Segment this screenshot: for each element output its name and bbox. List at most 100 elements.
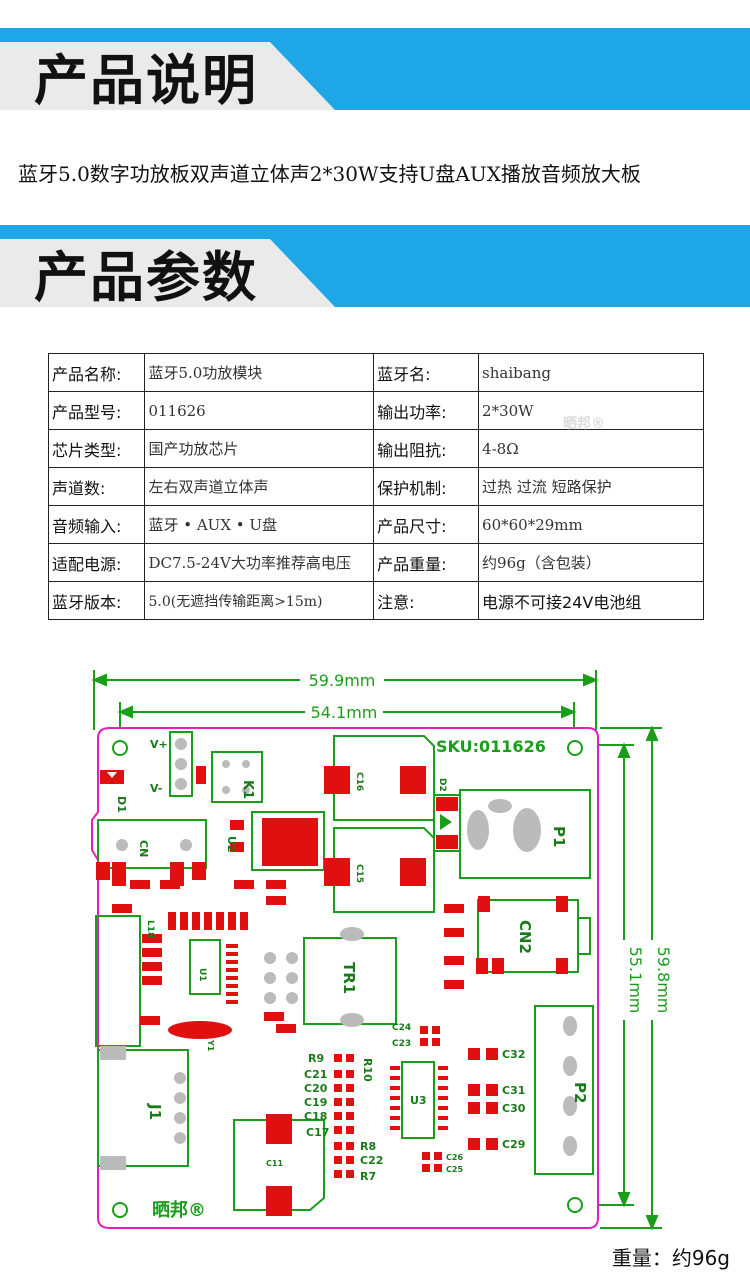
spec-key: 输出功率: bbox=[373, 391, 480, 430]
spec-value: 5.0(无遮挡传输距离>15m) bbox=[144, 581, 375, 620]
svg-text:C25: C25 bbox=[446, 1165, 463, 1174]
spec-key: 音频输入: bbox=[47, 505, 146, 544]
spec-value: 左右双声道立体声 bbox=[144, 467, 375, 506]
svg-text:C31: C31 bbox=[502, 1084, 525, 1097]
svg-text:C18: C18 bbox=[304, 1110, 327, 1123]
through-holes bbox=[100, 738, 577, 1170]
svg-text:C21: C21 bbox=[304, 1068, 327, 1081]
banner-grey-tab bbox=[0, 42, 335, 110]
svg-text:TR1: TR1 bbox=[340, 962, 358, 994]
spec-key: 蓝牙名: bbox=[373, 353, 480, 392]
svg-text:C11: C11 bbox=[266, 1159, 283, 1168]
spec-value-text: 2*30W bbox=[482, 402, 534, 420]
spec-value-text: 国产功放芯片 bbox=[148, 440, 239, 458]
section-banner-parameters: 产品参数 bbox=[0, 225, 750, 309]
svg-text:P1: P1 bbox=[550, 826, 568, 847]
spec-value: 011626 bbox=[144, 391, 375, 430]
section-banner-description: 产品说明 bbox=[0, 28, 750, 112]
spec-value: 60*60*29mm bbox=[478, 505, 704, 544]
spec-key: 适配电源: bbox=[47, 543, 146, 582]
spec-value: 4-8Ω bbox=[478, 429, 704, 468]
brand-label: 晒邦® bbox=[152, 1199, 206, 1221]
spec-value-text: DC7.5-24V大功率推荐高电压 bbox=[148, 553, 351, 572]
spec-row: 蓝牙版本:5.0(无遮挡传输距离>15m)注意:电源不可接24V电池组 bbox=[47, 581, 704, 620]
spec-value-text: 60*60*29mm bbox=[482, 516, 583, 534]
svg-text:U3: U3 bbox=[410, 1094, 427, 1107]
svg-text:C26: C26 bbox=[446, 1153, 463, 1162]
spec-value-text: 4-8Ω bbox=[482, 440, 519, 458]
spec-value-text: 左右双声道立体声 bbox=[148, 478, 269, 496]
svg-text:U2: U2 bbox=[225, 836, 238, 853]
svg-text:K1: K1 bbox=[240, 780, 255, 799]
spec-value: 电源不可接24V电池组 bbox=[478, 581, 704, 620]
spec-value-text: 电源不可接24V电池组 bbox=[482, 592, 642, 612]
spec-key: 保护机制: bbox=[373, 467, 480, 506]
svg-text:C22: C22 bbox=[360, 1154, 383, 1167]
svg-text:C20: C20 bbox=[304, 1082, 328, 1095]
svg-text:R9: R9 bbox=[308, 1052, 324, 1065]
sku-label: SKU:011626 bbox=[436, 737, 546, 756]
svg-text:V+: V+ bbox=[150, 738, 168, 751]
dim-outer-height: 59.8mm bbox=[654, 947, 673, 1014]
svg-text:C29: C29 bbox=[502, 1138, 525, 1151]
spec-value-text: 5.0(无遮挡传输距离>15m) bbox=[148, 593, 323, 610]
smd-pads bbox=[96, 766, 568, 1216]
ic-pins bbox=[226, 944, 448, 1130]
svg-text:U1: U1 bbox=[197, 968, 207, 982]
svg-text:Y1: Y1 bbox=[206, 1039, 215, 1052]
spec-value: 蓝牙5.0功放模块 bbox=[144, 353, 375, 392]
spec-key: 输出阻抗: bbox=[373, 429, 480, 468]
svg-text:C32: C32 bbox=[502, 1048, 525, 1061]
svg-text:C23: C23 bbox=[392, 1039, 411, 1049]
svg-text:R10: R10 bbox=[361, 1058, 374, 1082]
svg-text:CN2: CN2 bbox=[516, 920, 534, 954]
watermark-logo: 晒邦® bbox=[563, 416, 605, 432]
spec-key: 产品尺寸: bbox=[373, 505, 480, 544]
svg-text:V-: V- bbox=[150, 782, 162, 795]
component-labels: V+ V- K1 D1 CN U2 C16 C15 D2 P1 CN2 L18 … bbox=[115, 738, 589, 1183]
svg-text:C17: C17 bbox=[306, 1126, 329, 1139]
spec-key: 产品重量: bbox=[373, 543, 480, 582]
spec-value-text: 过热 过流 短路保护 bbox=[482, 478, 612, 496]
svg-text:R7: R7 bbox=[360, 1170, 376, 1183]
product-description: 蓝牙5.0数字功放板双声道立体声2*30W支持U盘AUX播放音频放大板 bbox=[18, 162, 641, 186]
spec-value: shaibang bbox=[478, 353, 704, 392]
svg-text:C19: C19 bbox=[304, 1096, 327, 1109]
spec-value-text: 011626 bbox=[148, 402, 206, 420]
spec-key: 蓝牙版本: bbox=[47, 581, 146, 620]
spec-value-text: 蓝牙5.0功放模块 bbox=[148, 364, 263, 382]
spec-key: 声道数: bbox=[47, 467, 146, 506]
spec-row: 产品名称:蓝牙5.0功放模块蓝牙名:shaibang bbox=[47, 353, 704, 392]
dim-inner-width: 54.1mm bbox=[311, 703, 378, 722]
svg-text:D1: D1 bbox=[115, 796, 128, 813]
svg-text:CN: CN bbox=[137, 840, 150, 857]
dim-inner-height: 55.1mm bbox=[626, 947, 645, 1014]
svg-text:C24: C24 bbox=[392, 1023, 411, 1033]
spec-value: 2*30W bbox=[478, 391, 704, 430]
spec-row: 声道数:左右双声道立体声 保护机制:过热 过流 短路保护 bbox=[47, 467, 704, 506]
banner-grey-tab bbox=[0, 239, 335, 307]
spec-value-text: 约96g（含包装） bbox=[482, 554, 601, 572]
svg-text:C30: C30 bbox=[502, 1102, 526, 1115]
spec-value-text: 蓝牙 • AUX • U盘 bbox=[148, 516, 278, 534]
weight-note: 重量：约96g bbox=[611, 1246, 730, 1270]
section-title-parameters: 产品参数 bbox=[34, 246, 258, 309]
spec-row: 芯片类型:国产功放芯片 输出阻抗:4-8Ω bbox=[47, 429, 704, 468]
svg-text:C16: C16 bbox=[354, 772, 364, 791]
spec-value: 国产功放芯片 bbox=[144, 429, 375, 468]
spec-value-text: shaibang bbox=[482, 364, 551, 382]
section-title-description: 产品说明 bbox=[34, 49, 258, 112]
svg-text:J1: J1 bbox=[146, 1103, 164, 1120]
svg-text:P2: P2 bbox=[571, 1082, 589, 1103]
spec-value: 约96g（含包装） bbox=[478, 543, 704, 582]
dim-outer-width: 59.9mm bbox=[309, 671, 376, 690]
spec-key: 芯片类型: bbox=[47, 429, 146, 468]
svg-text:C15: C15 bbox=[354, 864, 364, 883]
svg-text:L18: L18 bbox=[145, 920, 155, 938]
pcb-diagram: 59.9mm 54.1mm 55.1mm 59.8mm bbox=[91, 670, 673, 1231]
svg-text:D2: D2 bbox=[437, 778, 447, 792]
svg-text:R8: R8 bbox=[360, 1140, 376, 1153]
spec-row: 音频输入:蓝牙 • AUX • U盘 产品尺寸:60*60*29mm bbox=[47, 505, 704, 544]
